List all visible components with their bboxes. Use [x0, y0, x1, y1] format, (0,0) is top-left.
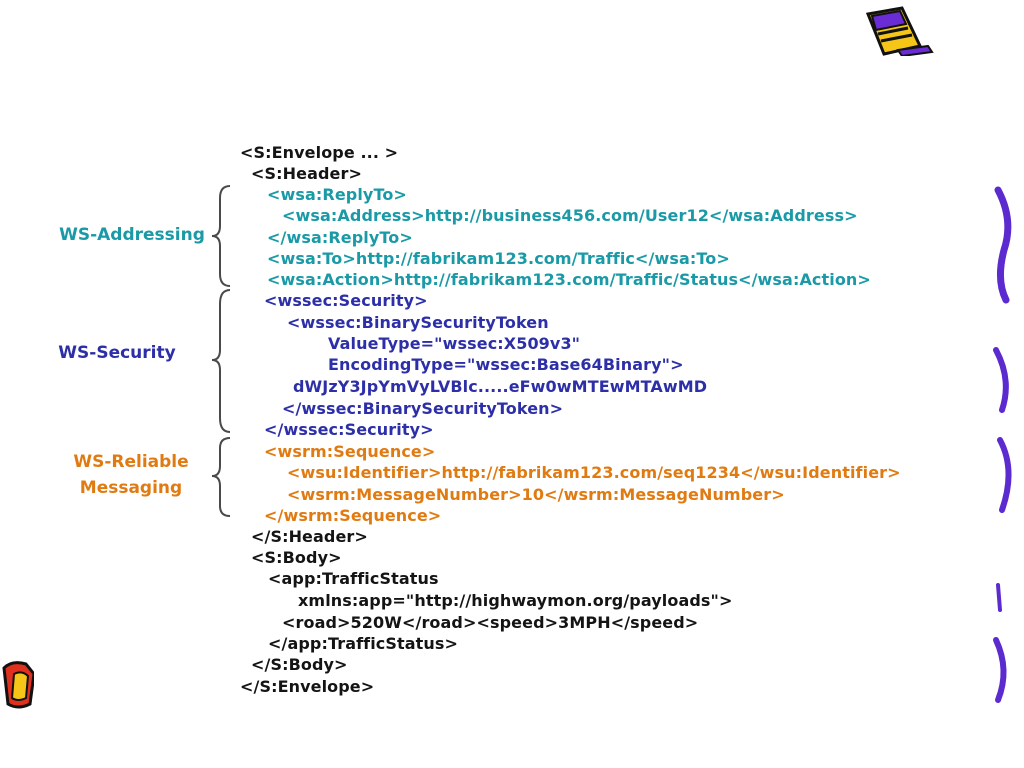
label-ws-security: WS-Security — [58, 343, 176, 363]
code-line-sequence-open: <wsrm:Sequence> — [264, 442, 436, 461]
label-ws-reliable-line1: WS-Reliable — [73, 452, 189, 472]
brace-reliable-messaging — [211, 437, 231, 517]
label-ws-reliable-messaging: WS-Reliable Messaging — [56, 449, 206, 501]
code-line-xmlns: xmlns:app="http://highwaymon.org/payload… — [298, 591, 733, 610]
code-line-trafficstatus-open: <app:TrafficStatus — [268, 569, 439, 588]
code-line-security-open: <wssec:Security> — [264, 291, 428, 310]
brace-addressing — [211, 185, 231, 287]
code-line-body-open: <S:Body> — [251, 548, 342, 567]
code-line-token-close: </wssec:BinarySecurityToken> — [282, 399, 564, 418]
code-line-replyto-open: <wsa:ReplyTo> — [267, 185, 407, 204]
notepad-corner-icon — [2, 658, 40, 712]
code-line-security-close: </wssec:Security> — [264, 420, 434, 439]
code-line-sequence-close: </wsrm:Sequence> — [264, 506, 442, 525]
label-ws-addressing: WS-Addressing — [59, 225, 205, 245]
code-line-token-open: <wssec:BinarySecurityToken — [287, 313, 549, 332]
code-line-replyto-close: </wsa:ReplyTo> — [267, 228, 413, 247]
code-line-body-close: </S:Body> — [251, 655, 348, 674]
purple-swirl-decoration — [993, 186, 1012, 703]
notepad-pencil-icon — [865, 6, 934, 56]
code-line-trafficstatus-close: </app:TrafficStatus> — [268, 634, 459, 653]
code-line-valuetype: ValueType="wssec:X509v3" — [328, 334, 581, 353]
code-line-header-close: </S:Header> — [251, 527, 368, 546]
code-line-identifier: <wsu:Identifier>http://fabrikam123.com/s… — [287, 463, 901, 482]
code-line-envelope-close: </S:Envelope> — [240, 677, 375, 696]
code-line-address: <wsa:Address>http://business456.com/User… — [282, 206, 858, 225]
code-line-action: <wsa:Action>http://fabrikam123.com/Traff… — [267, 270, 871, 289]
code-line-header-open: <S:Header> — [251, 164, 362, 183]
label-ws-reliable-line2: Messaging — [79, 478, 183, 498]
brace-security — [211, 289, 231, 433]
code-line-road-speed: <road>520W</road><speed>3MPH</speed> — [282, 613, 699, 632]
code-line-encodingtype: EncodingType="wssec:Base64Binary"> — [328, 355, 684, 374]
code-line-messagenumber: <wsrm:MessageNumber>10</wsrm:MessageNumb… — [287, 485, 785, 504]
code-line-token-value: dWJzY3JpYmVyLVBlc.....eFw0wMTEwMTAwMD — [293, 377, 708, 396]
code-line-envelope-open: <S:Envelope ... > — [240, 143, 399, 162]
code-line-to: <wsa:To>http://fabrikam123.com/Traffic</… — [267, 249, 730, 268]
